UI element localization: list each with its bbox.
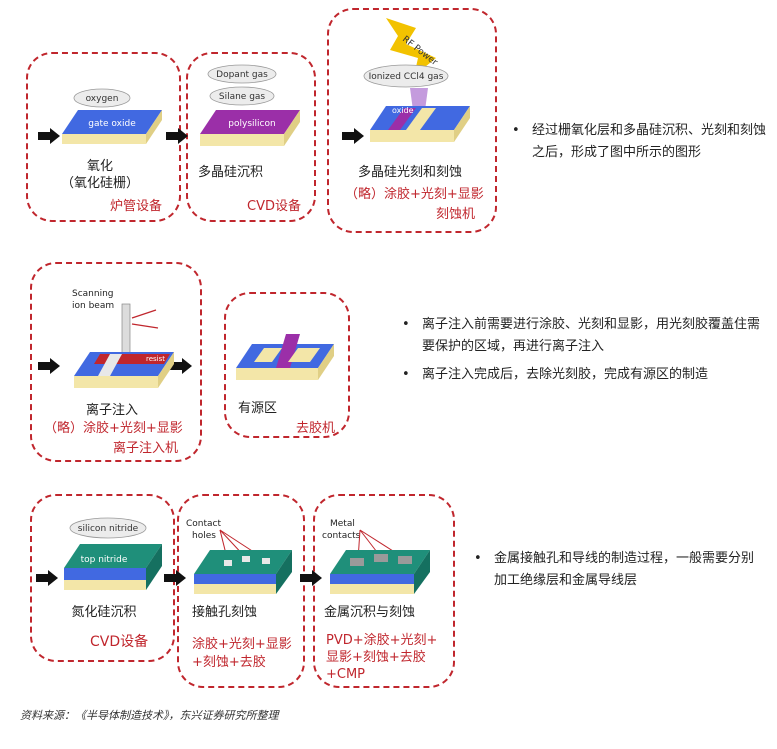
process-metal-line1: PVD+涂胶+光刻+: [326, 633, 438, 648]
step-label-ion-implant: 离子注入: [85, 403, 138, 418]
tag-resist: resist: [146, 355, 165, 363]
tag-oxide: oxide: [392, 106, 414, 115]
tag-polysilicon: polysilicon: [228, 119, 275, 129]
tag-metal: Metal: [330, 519, 355, 529]
step-box-contact-etch: [177, 494, 305, 688]
tag-gate-oxide: gate oxide: [88, 119, 136, 129]
tag-ion-beam: ion beam: [72, 301, 114, 311]
note-row1: • 经过栅氧化层和多晶硅沉积、光刻和刻蚀之后，形成了图中所示的图形: [512, 120, 767, 164]
tag-holes: holes: [192, 531, 216, 541]
bullet-icon: •: [512, 123, 520, 138]
step-box-ion-implant: [30, 262, 202, 462]
note-row2-a: • 离子注入前需要进行涂胶、光刻和显影，用光刻胶覆盖住需要保护的区域，再进行离子…: [402, 314, 772, 358]
step-label-oxidation: 氧化: [86, 159, 113, 174]
step-label-active-region: 有源区: [238, 401, 278, 416]
active-region-wafer-illustration: [236, 334, 334, 380]
bullet-icon: •: [474, 551, 482, 566]
process-metal-line2: 显影+刻蚀+去胶: [326, 650, 426, 665]
tag-contact: Contact: [186, 519, 221, 529]
nitride-wafer-illustration: silicon nitride top nitride: [64, 517, 162, 590]
step-box-metal-deposition: [313, 494, 455, 688]
ion-implant-wafer-illustration: Scanning ion beam resist: [72, 289, 174, 388]
note-row3: • 金属接触孔和导线的制造过程，一般需要分别加工绝缘层和金属导线层: [474, 548, 764, 592]
flow-arrow-icon: [342, 128, 364, 144]
tag-top-nitride: top nitride: [81, 555, 128, 565]
tag-contacts: contacts: [322, 531, 361, 541]
process-contact-line1: 涂胶+光刻+显影: [192, 637, 292, 652]
step-label-polysilicon-deposition: 多晶硅沉积: [198, 165, 264, 180]
note-row2-a-text: 离子注入前需要进行涂胶、光刻和显影，用光刻胶覆盖住需要保护的区域，再进行离子注入: [422, 317, 761, 354]
step-box-active-region: [224, 292, 350, 438]
process-contact-line2: +刻蚀+去胶: [192, 655, 266, 670]
tag-ionized-ccl4-gas: Ionized CCl4 gas: [369, 72, 444, 82]
flow-arrow-icon: [38, 128, 60, 144]
equipment-etcher: 刻蚀机: [436, 207, 476, 222]
bullet-icon: •: [402, 317, 410, 332]
step-label-contact-etch: 接触孔刻蚀: [192, 605, 258, 620]
step-label-nitride-deposition: 氮化硅沉积: [71, 605, 137, 620]
equipment-cvd-nitride: CVD设备: [90, 634, 149, 650]
process-metal-line3: +CMP: [326, 667, 366, 682]
tag-dopant-gas: Dopant gas: [216, 70, 268, 80]
flow-arrow-icon: [166, 128, 188, 144]
step-box-polysilicon-deposition: [186, 52, 316, 222]
tag-silicon-nitride: silicon nitride: [78, 524, 139, 534]
note-row2-b-text: 离子注入完成后，去除光刻胶，完成有源区的制造: [422, 367, 709, 382]
equipment-cvd: CVD设备: [247, 199, 301, 214]
step-label-oxidation-sub: （氧化硅栅）: [60, 176, 139, 191]
step-box-poly-litho-etch: [327, 8, 497, 233]
tag-oxygen: oxygen: [86, 94, 119, 104]
note-row1-text: 经过栅氧化层和多晶硅沉积、光刻和刻蚀之后，形成了图中所示的图形: [532, 123, 767, 160]
equipment-ion-implanter: 离子注入机: [113, 441, 179, 456]
bullet-icon: •: [402, 367, 410, 382]
note-row2-b: • 离子注入完成后，去除光刻胶，完成有源区的制造: [402, 364, 772, 386]
process-litho: （略）涂胶+光刻+显影: [345, 187, 484, 202]
metal-contacts-wafer-illustration: Metal contacts: [322, 519, 430, 594]
tag-scanning: Scanning: [72, 289, 114, 299]
equipment-stripper: 去胶机: [296, 421, 336, 436]
note-row3-text: 金属接触孔和导线的制造过程，一般需要分别加工绝缘层和金属导线层: [494, 551, 755, 588]
step-label-poly-litho-etch: 多晶硅光刻和刻蚀: [357, 165, 462, 180]
poly-etch-wafer-illustration: RF Power Ionized CCl4 gas oxide: [363, 18, 470, 142]
flow-arrow-icon: [164, 570, 186, 586]
step-label-metal-deposition: 金属沉积与刻蚀: [324, 605, 416, 620]
flow-arrow-icon: [38, 358, 60, 374]
process-litho-implant: （略）涂胶+光刻+显影: [44, 421, 183, 436]
flow-arrow-icon: [170, 358, 192, 374]
equipment-furnace: 炉管设备: [110, 199, 163, 214]
flow-arrow-icon: [300, 570, 322, 586]
oxidation-wafer-illustration: oxygen gate oxide: [62, 88, 162, 144]
source-note: 资料来源：《半导体制造技术》，东兴证券研究所整理: [20, 709, 279, 722]
contact-holes-wafer-illustration: Contact holes: [186, 519, 292, 594]
polysilicon-wafer-illustration: Dopant gas Silane gas polysilicon: [200, 64, 300, 146]
tag-silane-gas: Silane gas: [219, 92, 266, 102]
flow-arrow-icon: [36, 570, 58, 586]
